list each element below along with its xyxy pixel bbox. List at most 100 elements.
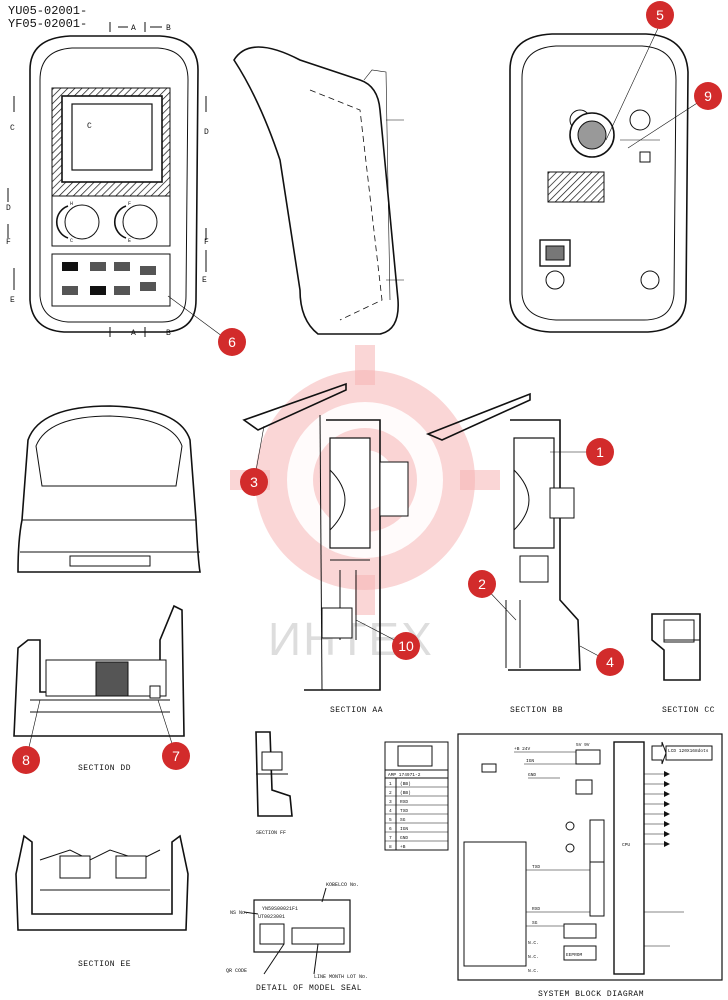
bd-output-arrow <box>664 841 670 847</box>
callout-5: 5 <box>646 1 674 29</box>
bd-nc-1: N.C. <box>528 940 539 946</box>
caption-section-aa: SECTION AA <box>330 706 383 715</box>
section-bb-view <box>425 392 581 671</box>
section-ee-view <box>15 834 189 931</box>
bd-vreg: 5V 9V <box>576 742 590 748</box>
connector-pin-signal: TXD <box>400 808 408 814</box>
front-view: H C F E <box>29 22 199 337</box>
bd-output-arrow <box>664 771 670 777</box>
connector-pin-signal: IGN <box>400 826 408 832</box>
section-mark-e-right: E <box>202 276 207 285</box>
section-mark-d-left: D <box>6 204 11 213</box>
key-8 <box>140 282 156 291</box>
callout-7: 7 <box>162 742 190 770</box>
bd-txd: TXD <box>532 864 540 870</box>
system-block-diagram <box>457 733 723 981</box>
seal-part-no: YN59S00021F1 <box>262 906 298 912</box>
temp-hot-mark: H <box>70 201 73 207</box>
svg-text:4: 4 <box>606 654 614 670</box>
callout-1: 1 <box>586 438 614 466</box>
section-mark-f-left: F <box>6 238 11 247</box>
connector-pin-signal: (BB) <box>400 781 411 787</box>
key-2 <box>90 262 106 271</box>
caption-section-dd: SECTION DD <box>78 764 131 773</box>
model-code-line-1: YU05-02001- <box>8 4 87 18</box>
caption-section-bb: SECTION BB <box>510 706 563 715</box>
caption-block-diagram: SYSTEM BLOCK DIAGRAM <box>538 990 644 999</box>
svg-text:2: 2 <box>478 576 486 592</box>
model-seal-detail <box>243 887 351 975</box>
callout-4: 4 <box>596 648 624 676</box>
key-7 <box>114 286 130 295</box>
section-mark-b-bottom: B <box>166 329 171 338</box>
connector-pin-number: 2 <box>389 790 392 796</box>
key-3 <box>114 262 130 271</box>
bd-output-arrow <box>664 821 670 827</box>
bd-cpu: CPU <box>622 842 630 848</box>
fuel-empty-mark: E <box>128 238 131 244</box>
bd-nc-3: N.C. <box>528 968 539 974</box>
seal-line-lot: LINE MONTH LOT No. <box>314 974 368 980</box>
bd-output-arrow <box>664 831 670 837</box>
svg-text:3: 3 <box>250 474 258 490</box>
callout-10: 10 <box>392 632 420 660</box>
section-mark-a-bottom: A <box>131 329 136 338</box>
key-6 <box>90 286 106 295</box>
bd-output-arrow <box>664 781 670 787</box>
connector-pin-number: 4 <box>389 808 392 814</box>
seal-serial: UT0023001 <box>258 914 285 920</box>
callout-8: 8 <box>12 746 40 774</box>
key-4 <box>140 266 156 275</box>
key-5 <box>62 286 78 295</box>
bd-nc-2: N.C. <box>528 954 539 960</box>
callout-6: 6 <box>218 328 246 356</box>
section-mark-a-top: A <box>131 24 136 33</box>
seal-qr-code: QR CODE <box>226 968 247 974</box>
section-mark-f-right: F <box>204 238 209 247</box>
callout-3: 3 <box>240 468 268 496</box>
bd-rxd: RXD <box>532 906 540 912</box>
connector-pin-signal: +B <box>400 844 406 850</box>
connector-pin-signal: RXD <box>400 799 408 805</box>
rear-view <box>509 33 689 333</box>
fuel-full-mark: F <box>128 201 131 207</box>
section-arrows-front <box>7 96 207 290</box>
connector-pin-number: 3 <box>389 799 392 805</box>
callout-2: 2 <box>468 570 496 598</box>
bd-power: +B 24V <box>514 746 531 752</box>
model-code-line-2: YF05-02001- <box>8 17 87 31</box>
svg-text:10: 10 <box>398 638 414 654</box>
section-mark-c-left: C <box>10 124 15 133</box>
svg-text:7: 7 <box>172 748 180 764</box>
side-view <box>233 46 404 335</box>
seal-ns-no: NS No. <box>230 910 248 916</box>
bd-lcd: LCD 120X168dots <box>668 748 709 754</box>
section-dd-view <box>13 604 185 737</box>
front-cover-view <box>17 405 201 573</box>
connector-pin-number: 7 <box>389 835 392 841</box>
section-mark-c-center: C <box>87 122 92 131</box>
bd-output-arrow <box>664 801 670 807</box>
connector-pin-signal: SG <box>400 817 406 823</box>
caption-model-seal: DETAIL OF MODEL SEAL <box>256 984 362 993</box>
bd-sg: SG <box>532 920 538 926</box>
caption-section-cc: SECTION CC <box>662 706 715 715</box>
connector-pin-signal: (BB) <box>400 790 411 796</box>
caption-section-ee: SECTION EE <box>78 960 131 969</box>
svg-text:5: 5 <box>656 7 664 23</box>
section-cc-view <box>651 613 701 681</box>
key-1 <box>62 262 78 271</box>
svg-text:9: 9 <box>704 88 712 104</box>
section-mark-e-left: E <box>10 296 15 305</box>
svg-text:8: 8 <box>22 752 30 768</box>
connector-title: AMP 174971-2 <box>388 772 421 778</box>
callout-9: 9 <box>694 82 722 110</box>
bd-eeprom: EEPROM <box>566 952 583 958</box>
bd-gnd: GND <box>528 772 536 778</box>
temp-cold-mark: C <box>70 238 73 244</box>
connector-pin-signal: GND <box>400 835 408 841</box>
section-mark-b-top: B <box>166 24 171 33</box>
section-ff-view <box>255 731 293 817</box>
connector-pin-number: 6 <box>389 826 392 832</box>
